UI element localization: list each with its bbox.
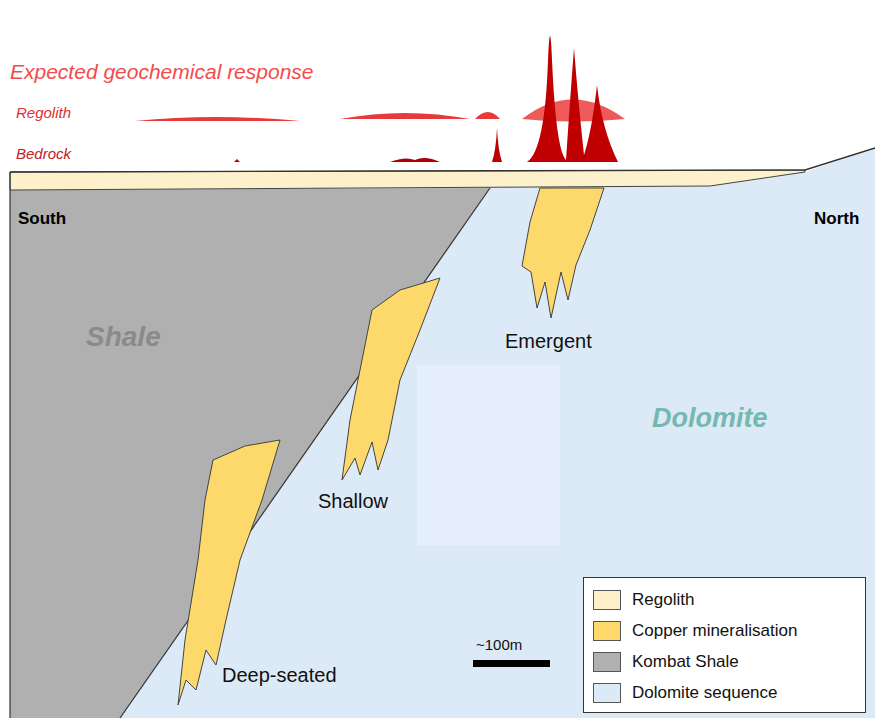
legend-row: Dolomite sequence xyxy=(584,677,865,708)
legend-box: RegolithCopper mineralisationKombat Shal… xyxy=(583,577,866,713)
legend-text: Kombat Shale xyxy=(632,652,739,672)
ground-surface xyxy=(10,148,875,172)
legend-row: Kombat Shale xyxy=(584,646,865,677)
section-edge xyxy=(9,172,10,718)
kombat-shale xyxy=(10,188,490,718)
legend-swatch xyxy=(593,652,621,672)
scale-label: ~100m xyxy=(476,637,522,654)
chart-heading: Expected geochemical response xyxy=(10,60,314,83)
legend-text: Regolith xyxy=(632,590,694,610)
legend-swatch xyxy=(593,621,621,641)
regolith-response xyxy=(475,112,500,119)
dolomite-patch xyxy=(417,365,560,545)
scale-bar xyxy=(473,660,550,667)
fault-line xyxy=(120,188,490,718)
legend-row: Copper mineralisation xyxy=(584,615,865,646)
bedrock-response xyxy=(492,128,502,162)
bedrock-response xyxy=(527,36,618,162)
bedrock-response xyxy=(390,158,440,162)
legend-text: Copper mineralisation xyxy=(632,621,797,641)
regolith-band xyxy=(10,170,805,190)
regolith-response xyxy=(135,117,300,121)
emergent-orebody xyxy=(522,188,604,318)
regolith-response xyxy=(340,113,470,119)
bedrock-response xyxy=(234,159,240,162)
orebody-label: Emergent xyxy=(505,330,592,352)
legend-swatch xyxy=(593,683,621,703)
orebody-label: Deep-seated xyxy=(222,664,337,686)
shallow-orebody xyxy=(342,278,440,480)
orebody-label: Shallow xyxy=(318,490,388,512)
dolomite-sequence xyxy=(10,148,875,718)
legend-swatch xyxy=(593,590,621,610)
direction-label: South xyxy=(18,210,66,229)
legend-text: Dolomite sequence xyxy=(632,683,778,703)
unit-label: Dolomite xyxy=(652,404,768,434)
row-label: Regolith xyxy=(16,105,71,122)
legend-row: Regolith xyxy=(584,584,865,615)
direction-label: North xyxy=(814,210,859,229)
row-label: Bedrock xyxy=(16,146,71,163)
unit-label: Shale xyxy=(86,322,161,353)
